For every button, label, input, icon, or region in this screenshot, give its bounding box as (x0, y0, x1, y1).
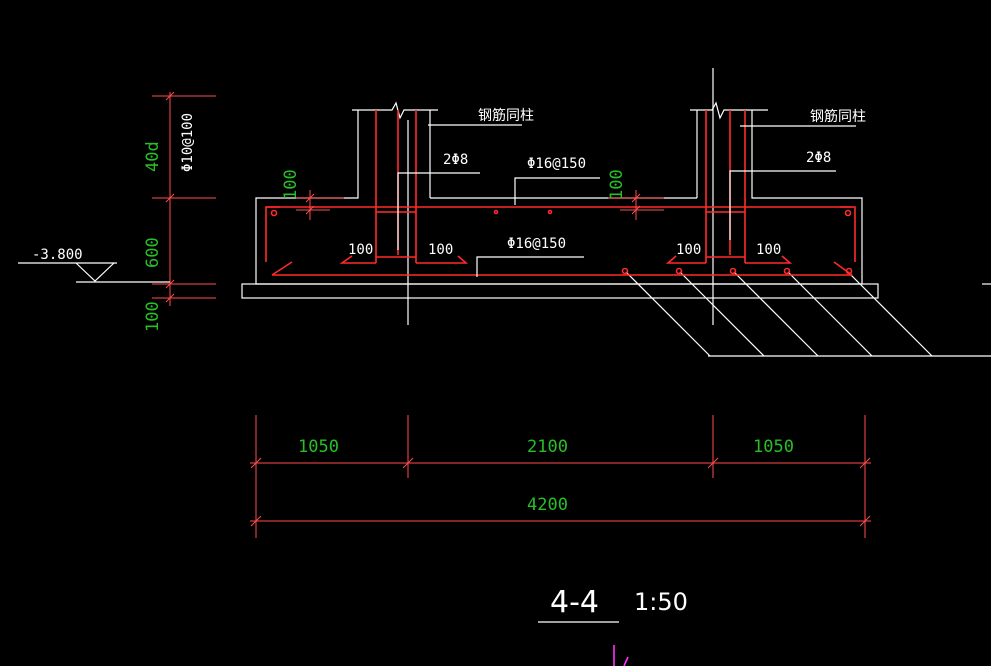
vdim-tick-low (165, 279, 175, 289)
cover-dimensions (296, 190, 664, 220)
cover-dim-right-tick2 (631, 205, 641, 215)
elevation-label: -3.800 (32, 247, 83, 263)
vdim-tick-top (165, 91, 175, 101)
rebar-note-left: 钢筋同柱 (478, 107, 534, 124)
dim-100-top-right-label: 100 (607, 169, 627, 200)
cover-label-left-2: 100 (428, 242, 453, 258)
elevation-triangle (75, 262, 115, 282)
blinding-layer (241, 283, 879, 299)
dim-seg1-label: 1050 (298, 437, 339, 457)
right-column-break-line (690, 101, 768, 120)
concrete-outline (241, 68, 991, 357)
right-col-foot-right (745, 255, 793, 264)
dim-100-top-left-label: 100 (281, 169, 301, 200)
cursor-line-2 (623, 656, 629, 666)
left-column-break-line (352, 101, 438, 120)
rebar-dot (783, 267, 791, 275)
elevation-mark (18, 262, 170, 283)
stirrup-label-right: 2Φ8 (806, 150, 831, 166)
bottom-dimension-chains (250, 415, 871, 538)
cover-label-right-1: 100 (676, 242, 701, 258)
cursor-mark (613, 645, 629, 666)
left-col-foot-right (416, 255, 469, 264)
hatch-3 (733, 271, 819, 357)
vertical-dimension-chain (152, 91, 216, 306)
hdim-tick (859, 515, 871, 527)
rebar-dot (621, 267, 629, 275)
rebar-dot (270, 209, 278, 217)
hatch-2 (679, 271, 765, 357)
hatch-4 (787, 271, 873, 357)
rebar-dot (845, 267, 853, 275)
rebar-dot (493, 209, 499, 215)
rebar-dot (675, 267, 683, 275)
rebar-dot (844, 209, 852, 217)
leader-stirrup-right (729, 170, 836, 240)
dim-100-bottom-label: 100 (143, 301, 163, 332)
left-col-foot-left (339, 255, 376, 264)
rebar-note-right: 钢筋同柱 (810, 108, 866, 125)
bottom-bar-label: Φ16@150 (507, 236, 566, 252)
dim-seg2-label: 2100 (527, 437, 568, 457)
hdim-tick (250, 457, 262, 469)
cover-dim-left-tick (305, 193, 315, 203)
stirrup-label-left: 2Φ8 (443, 152, 468, 168)
vdim-tick-bottom (165, 293, 175, 303)
leader-stirrup-left (397, 172, 480, 250)
leader-lines (397, 124, 856, 277)
section-number: 4-4 (550, 585, 599, 620)
leader-bottom-bar (476, 256, 584, 277)
hdim-tick (402, 457, 414, 469)
section-scale: 1:50 (634, 588, 688, 616)
section-title: 4-4 1:50 (538, 585, 688, 623)
dim-seg3-label: 1050 (753, 437, 794, 457)
rebar-dot (729, 267, 737, 275)
text-labels: 钢筋同柱 钢筋同柱 2Φ8 2Φ8 Φ16@150 Φ16@150 100 10… (32, 107, 866, 515)
rebar-dot (547, 209, 553, 215)
hatch-1 (625, 271, 711, 357)
side-bar-label: Φ10@100 (180, 113, 196, 172)
left-end-hook (265, 206, 280, 262)
vdim-tick-mid (165, 193, 175, 203)
top-bar-label: Φ16@150 (527, 156, 586, 172)
dim-total-label: 4200 (527, 495, 568, 515)
left-bottom-hook (271, 261, 293, 276)
hdim-tick (859, 457, 871, 469)
hdim-tick (250, 515, 262, 527)
right-col-foot-left (665, 255, 706, 264)
cover-dim-right-tick (631, 193, 641, 203)
hatch-5 (847, 271, 933, 357)
dim-600-label: 600 (143, 237, 163, 268)
cover-label-left-1: 100 (348, 242, 373, 258)
right-end-hook (840, 206, 856, 262)
dim-40d-label: 40d (143, 141, 163, 172)
hdim-tick (707, 457, 719, 469)
cover-label-right-2: 100 (756, 242, 781, 258)
cover-dim-left-tick2 (305, 205, 315, 215)
leader-top-bar (514, 177, 600, 205)
